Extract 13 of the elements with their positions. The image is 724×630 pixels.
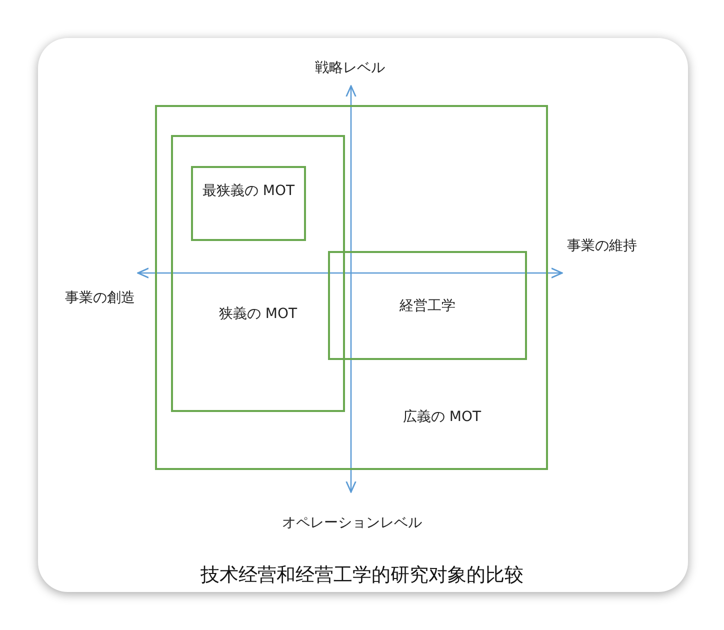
axis-label: 戦略レベル — [315, 59, 385, 77]
region-label: 経営工学 — [398, 297, 456, 316]
region-label: 広義の MOT — [402, 408, 482, 427]
axis-label: 事業の創造 — [65, 289, 135, 307]
caption: 技术经营和经营工学的研究对象的比较 — [200, 563, 524, 588]
region-label: 狭義の MOT — [218, 305, 298, 324]
region-box — [191, 166, 306, 241]
region-box — [155, 105, 548, 470]
region-box — [171, 135, 345, 412]
axis-label: 事業の維持 — [567, 237, 637, 255]
region-box — [328, 251, 527, 360]
region-label: 最狭義の MOT — [201, 182, 296, 201]
axis-label: オペレーションレベル — [282, 514, 422, 532]
